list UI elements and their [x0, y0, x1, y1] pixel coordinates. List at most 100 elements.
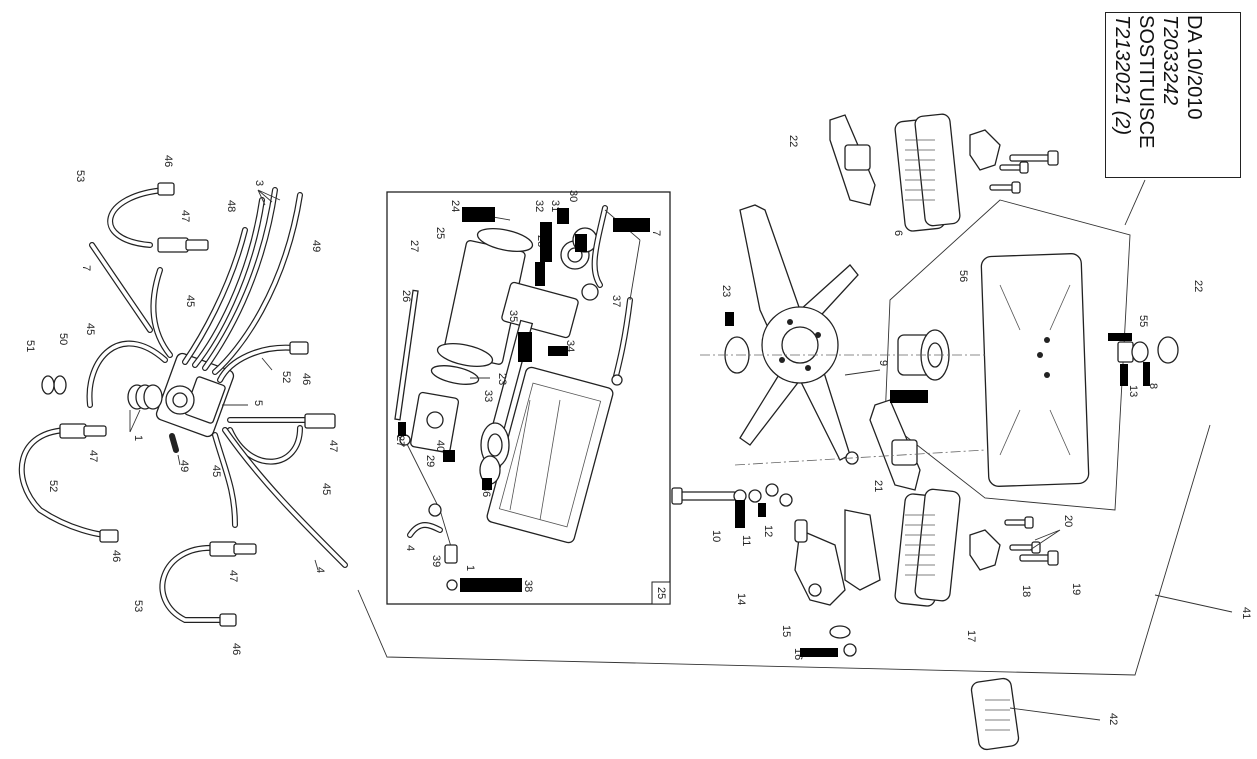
bolt-10 — [671, 483, 793, 507]
callout-4: 4 — [404, 545, 416, 551]
washer-15 — [829, 625, 851, 639]
callout-15: 15 — [780, 625, 792, 637]
jaw-pad-bottom — [894, 488, 961, 607]
linkage — [399, 205, 633, 591]
callout-45: 45 — [184, 295, 196, 307]
cylinder-assembly-box: 25 — [386, 190, 671, 605]
callout-48: 48 — [225, 200, 237, 212]
callout-45: 45 — [320, 483, 332, 495]
callout-52: 52 — [280, 371, 292, 383]
clamp-assembly-group: 22 6 23 56 9 21 10 11 12 14 15 16 17 18 … — [357, 113, 1252, 751]
callout-47: 47 — [179, 210, 191, 222]
hose-manifold-group: 46 53 47 48 3 49 7 45 45 51 50 52 46 5 1… — [18, 155, 348, 655]
box-tag — [651, 581, 671, 605]
callout-32: 30 — [567, 190, 579, 202]
callout-4: 4 — [314, 567, 326, 573]
callout-53: 53 — [132, 600, 144, 612]
callout-3: 3 — [253, 180, 265, 186]
fittings — [59, 182, 336, 627]
note-line-2: T2033242 — [1159, 15, 1181, 106]
callout-18: 18 — [1020, 585, 1032, 597]
handle-44 — [970, 677, 1020, 751]
callout-51: 51 — [24, 340, 36, 352]
note-line-3: SOSTITUISCE — [1135, 15, 1157, 149]
barrel-27 — [436, 227, 534, 368]
callout-40: 38 — [522, 580, 534, 592]
ring-50 — [53, 375, 67, 395]
jaw-bracket-21 — [869, 399, 921, 491]
callout-35: 33 — [482, 390, 494, 402]
jaw-bracket-22 — [829, 114, 876, 206]
callout-44: 42 — [1107, 713, 1119, 725]
redactions-right — [725, 312, 1150, 657]
note-line-1: DA 10/2010 — [1183, 15, 1205, 120]
leader-43 — [1154, 594, 1233, 613]
callout-39: 37 — [610, 295, 622, 307]
callout-53: 53 — [74, 170, 86, 182]
leaders-left — [129, 189, 319, 571]
cap-24 — [1157, 336, 1179, 364]
callout-46: 46 — [300, 373, 312, 385]
note-line-4: T2132021 (2) — [1111, 15, 1133, 136]
jaw-pad-top — [894, 113, 961, 232]
callout-24: 22 — [1192, 280, 1204, 292]
callout-52: 52 — [47, 480, 59, 492]
callout-14: 14 — [735, 593, 747, 605]
callout-23: 23 — [720, 285, 732, 297]
callout-49: 49 — [310, 240, 322, 252]
callout-42: 40 — [434, 440, 446, 452]
callout-28: 26 — [400, 290, 412, 302]
callout-45: 45 — [210, 465, 222, 477]
rod-28 — [394, 289, 419, 421]
callout-7: 7 — [80, 265, 92, 271]
leader-20 — [1029, 529, 1061, 551]
callout-37: 35 — [507, 310, 519, 322]
callout-1: 1 — [464, 565, 476, 571]
callout-5: 5 — [252, 400, 264, 406]
callout-9: 9 — [877, 360, 889, 366]
group-bracket-43 — [357, 424, 1211, 676]
screws — [989, 150, 1059, 566]
hoses — [18, 187, 348, 623]
callout-46: 46 — [162, 155, 174, 167]
box-label: 25 — [655, 587, 667, 599]
callout-29: 27 — [408, 240, 420, 252]
callout-25: 23 — [496, 373, 508, 385]
right-fasteners — [1117, 336, 1179, 364]
callouts-right: 22 6 23 56 9 21 10 11 12 14 15 16 17 18 … — [710, 135, 1252, 725]
callout-21: 21 — [872, 480, 884, 492]
callout-20: 20 — [1062, 515, 1074, 527]
clamp-18-top — [969, 129, 1001, 171]
callout-54: 55 — [1137, 315, 1149, 327]
ring-51 — [41, 375, 55, 395]
star-bracket — [739, 204, 859, 461]
leader-9 — [844, 369, 881, 376]
callout-22: 22 — [787, 135, 799, 147]
callout-43: 41 — [1240, 607, 1252, 619]
callout-29: 27 — [394, 435, 406, 447]
callout-41: 39 — [430, 555, 442, 567]
assembly-frame — [386, 191, 671, 605]
ring-25 — [430, 365, 480, 385]
tray — [980, 253, 1090, 487]
clamp-18-bottom — [969, 529, 1001, 571]
callout-47: 47 — [87, 450, 99, 462]
callout-46: 46 — [230, 643, 242, 655]
centerline-2 — [734, 449, 986, 466]
leader-44 — [1009, 707, 1101, 721]
actuator-14 — [794, 509, 881, 606]
callout-27: 25 — [434, 227, 446, 239]
callout-10: 10 — [710, 530, 722, 542]
callout-49: 49 — [178, 460, 190, 472]
callout-7: 7 — [650, 230, 662, 236]
revision-note-text: DA 10/2010 T2033242 SOSTITUISCE T2132021… — [1110, 15, 1206, 148]
callout-46: 46 — [110, 550, 122, 562]
redactions-middle — [398, 207, 650, 592]
leader-note — [1124, 179, 1146, 226]
callout-17: 17 — [965, 630, 977, 642]
callout-47: 47 — [327, 440, 339, 452]
revision-note: DA 10/2010 T2033242 SOSTITUISCE T2132021… — [1105, 12, 1241, 178]
tray-outline — [884, 199, 1131, 511]
callouts-left: 46 53 47 48 3 49 7 45 45 51 50 52 46 5 1… — [24, 155, 339, 655]
